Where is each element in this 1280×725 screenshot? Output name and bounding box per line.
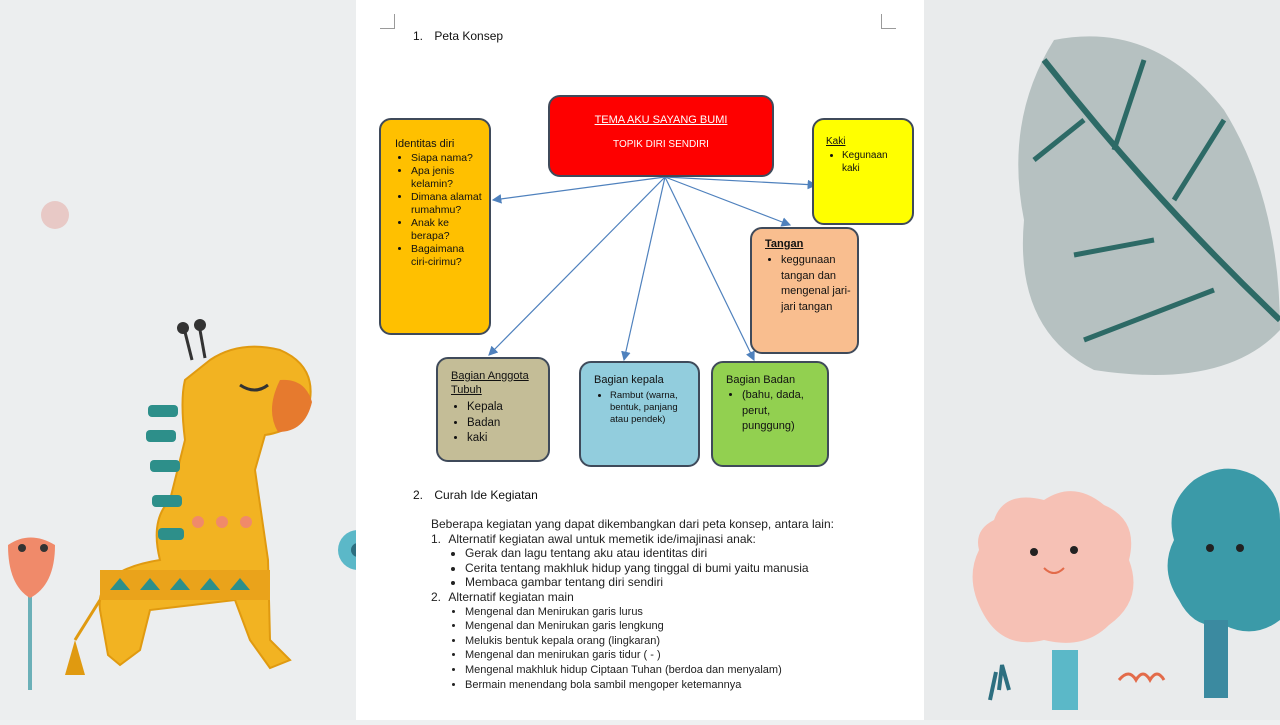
arrow-to-kaki (664, 176, 818, 190)
point2-number: 2. (431, 589, 442, 604)
tangan-title: Tangan (765, 238, 804, 250)
list-item: Mengenal dan menirukan garis tidur ( - ) (465, 648, 911, 663)
list-item: Dimana alamat rumahmu? (411, 191, 483, 217)
list-item: Kepala (467, 400, 542, 416)
point1-heading: 1. Alternatif kegiatan awal untuk memeti… (431, 532, 911, 547)
kepala-list: Rambut (warna, bentuk, panjang atau pend… (594, 390, 692, 426)
kepala-title: Bagian kepala (594, 374, 664, 386)
list-item: Kegunaan kaki (842, 149, 906, 175)
pink-tree-icon (972, 491, 1134, 643)
right-background (924, 0, 1280, 720)
list-item: Bermain menendang bola sambil mengoper k… (465, 678, 911, 693)
point2-heading: 2. Alternatif kegiatan main (431, 590, 911, 605)
point1-list: Gerak dan lagu tentang aku atau identita… (431, 546, 911, 590)
identitas-list: Siapa nama? Apa jenis kelamin? Dimana al… (395, 152, 483, 269)
list-item: Siapa nama? (411, 152, 483, 165)
list-item: Mengenal dan Menirukan garis lengkung (465, 619, 911, 634)
kaki-list: Kegunaan kaki (826, 149, 906, 175)
arrow-to-anggota (488, 176, 666, 356)
list-item: Bagaimana ciri-cirimu? (411, 243, 483, 269)
point1-number: 1. (431, 531, 442, 546)
page-corner-mark (881, 14, 896, 29)
section2-number: 2. (413, 488, 424, 502)
list-item: Membaca gambar tentang diri sendiri (465, 575, 911, 590)
leaf-and-trees-illustration (972, 36, 1280, 710)
section2-body: Beberapa kegiatan yang dapat dikembangka… (431, 517, 911, 692)
section2-intro: Beberapa kegiatan yang dapat dikembangka… (431, 517, 834, 531)
kaki-box: Kaki Kegunaan kaki (812, 118, 914, 225)
identitas-title: Identitas diri (395, 138, 455, 150)
tangan-list: keggunaan tangan dan mengenal jari-jari … (765, 253, 851, 315)
left-background (0, 0, 378, 720)
identitas-box: Identitas diri Siapa nama? Apa jenis kel… (379, 118, 491, 335)
kepala-box: Bagian kepala Rambut (warna, bentuk, pan… (579, 361, 700, 467)
tangan-box: Tangan keggunaan tangan dan mengenal jar… (750, 227, 859, 354)
arrow-to-kepala (621, 176, 666, 362)
central-theme-title: TEMA AKU SAYANG BUMI (594, 114, 728, 126)
giraffe-illustration (8, 201, 378, 700)
list-item: Apa jenis kelamin? (411, 165, 483, 191)
section2-heading: 2. Curah Ide Kegiatan (413, 488, 538, 502)
list-item: Mengenal dan Menirukan garis lurus (465, 605, 911, 620)
anggota-box: Bagian Anggota Tubuh Kepala Badan kaki (436, 357, 550, 462)
list-item: Gerak dan lagu tentang aku atau identita… (465, 546, 911, 561)
point1-label: Alternatif kegiatan awal untuk memetik i… (448, 531, 756, 546)
page-corner-mark (380, 14, 395, 29)
anggota-title: Bagian Anggota Tubuh (451, 370, 529, 396)
section2-title: Curah Ide Kegiatan (434, 488, 538, 502)
central-theme-box: TEMA AKU SAYANG BUMI TOPIK DIRI SENDIRI (548, 95, 774, 177)
list-item: Mengenal makhluk hidup Ciptaan Tuhan (be… (465, 663, 911, 678)
list-item: Badan (467, 416, 542, 432)
section1-heading: 1. Peta Konsep (413, 29, 503, 43)
badan-box: Bagian Badan (bahu, dada, perut, punggun… (711, 361, 829, 467)
arrow-to-tangan (664, 176, 792, 227)
anggota-list: Kepala Badan kaki (451, 400, 542, 447)
concept-map-arrows (488, 176, 818, 362)
section1-number: 1. (413, 29, 424, 43)
point2-label: Alternatif kegiatan main (448, 589, 574, 604)
list-item: Rambut (warna, bentuk, panjang atau pend… (610, 390, 692, 426)
teal-tree-icon (1167, 468, 1280, 632)
arrow-to-badan (664, 176, 755, 362)
list-item: Cerita tentang makhluk hidup yang tingga… (465, 561, 911, 576)
list-item: Melukis bentuk kepala orang (lingkaran) (465, 634, 911, 649)
leaf-icon (1018, 36, 1280, 375)
list-item: (bahu, dada, perut, punggung) (742, 388, 821, 435)
list-item: kaki (467, 431, 542, 447)
badan-list: (bahu, dada, perut, punggung) (726, 388, 821, 435)
arrow-to-identitas (491, 176, 666, 204)
list-item: keggunaan tangan dan mengenal jari-jari … (781, 253, 851, 315)
central-topic: TOPIK DIRI SENDIRI (613, 139, 709, 150)
list-item: Anak ke berapa? (411, 217, 483, 243)
kaki-title: Kaki (826, 136, 846, 147)
section1-title: Peta Konsep (434, 29, 504, 43)
pink-dot (41, 201, 69, 229)
badan-title: Bagian Badan (726, 374, 796, 386)
document-page: 1. Peta Konsep TEMA AKU SAYANG BUMI TOPI… (356, 0, 924, 720)
point2-list: Mengenal dan Menirukan garis lurus Menge… (431, 605, 911, 693)
flower-icon (8, 537, 55, 598)
